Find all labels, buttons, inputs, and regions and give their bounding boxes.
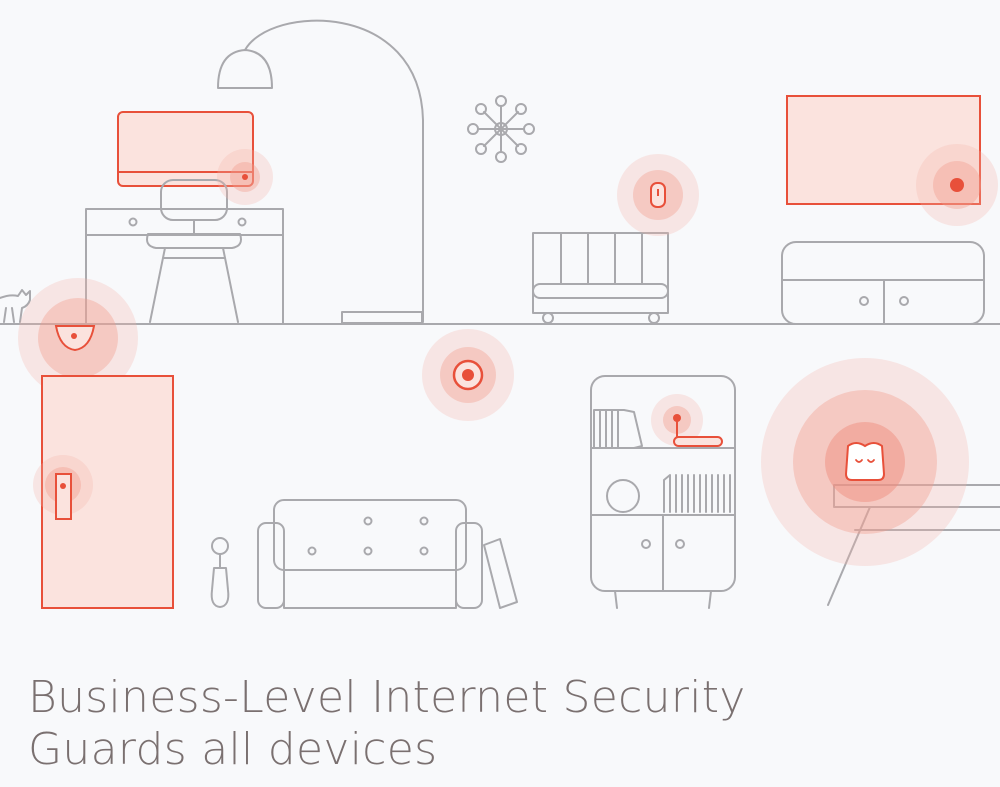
bookshelf-icon [590,375,736,609]
ceiling-light-icon [467,95,535,163]
floor-lamp-icon [217,19,424,324]
radiator-icon [532,232,669,324]
security-camera-icon [18,278,138,398]
smoke-detector-icon [422,329,514,421]
vase-icon [210,537,230,608]
chair-icon [146,179,242,323]
page-headline: Business-Level Internet Security Guards … [28,672,746,776]
tv-console-icon [781,241,985,325]
headline-line-1: Business-Level Internet Security [28,672,746,723]
security-hub-icon [761,358,969,566]
tv-icon [786,95,998,226]
router-icon [651,394,723,447]
monitor-icon [117,111,254,187]
smart-lock-icon [33,455,93,520]
side-table-icon [827,484,1000,606]
headline-line-2: Guards all devices [28,724,438,775]
motion-sensor-icon [617,154,699,236]
sofa-icon [257,499,518,609]
cat-icon [0,289,31,323]
motion-sensor-icon [217,149,273,205]
